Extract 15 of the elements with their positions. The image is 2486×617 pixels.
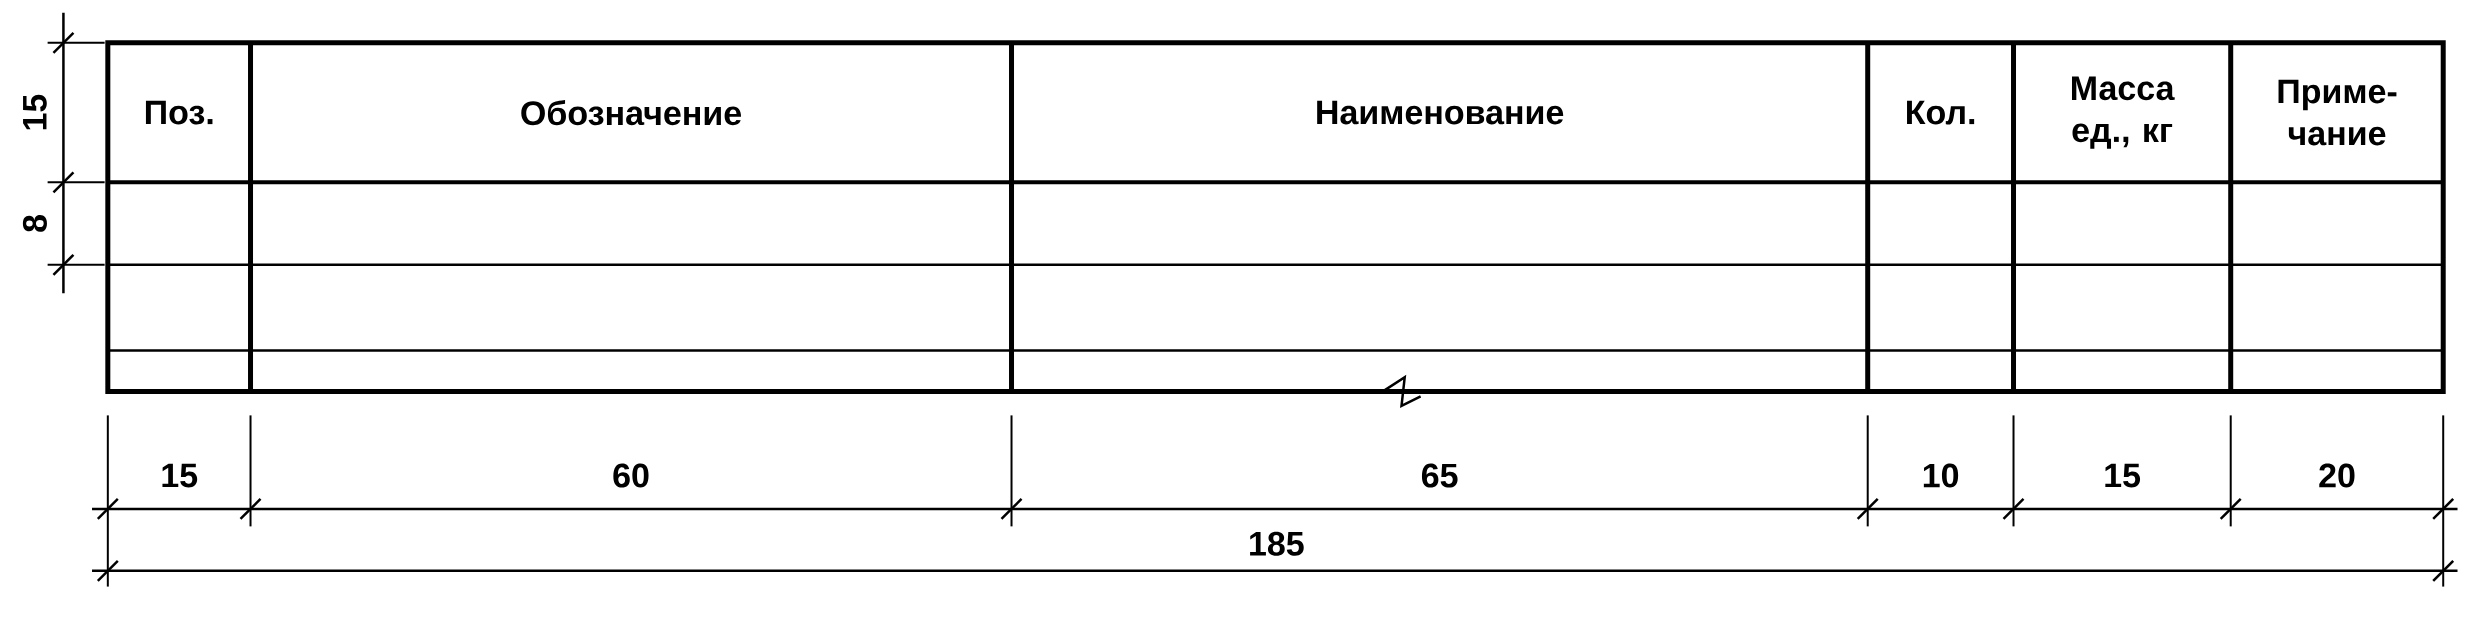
dimension-label: 10 [1923,463,1959,488]
dimension-label: 185 [1250,531,1304,556]
column-header: Поз. [145,100,213,125]
dimension-label: 65 [1421,463,1458,488]
dimension-label: 15 [23,94,47,130]
dimension-label: 20 [2319,463,2355,488]
dimension-label: 15 [162,463,198,488]
column-header: Масса ед., кг [2072,76,2175,149]
dimension-label: 15 [2105,463,2141,488]
dimension-label: 60 [613,463,649,488]
column-header: Обозначение [521,99,742,126]
column-header: Кол. [1907,100,1975,125]
dimension-label: 8 [22,215,47,232]
column-header: Наименование [1317,100,1564,125]
column-header: Приме- чание [2278,79,2397,146]
